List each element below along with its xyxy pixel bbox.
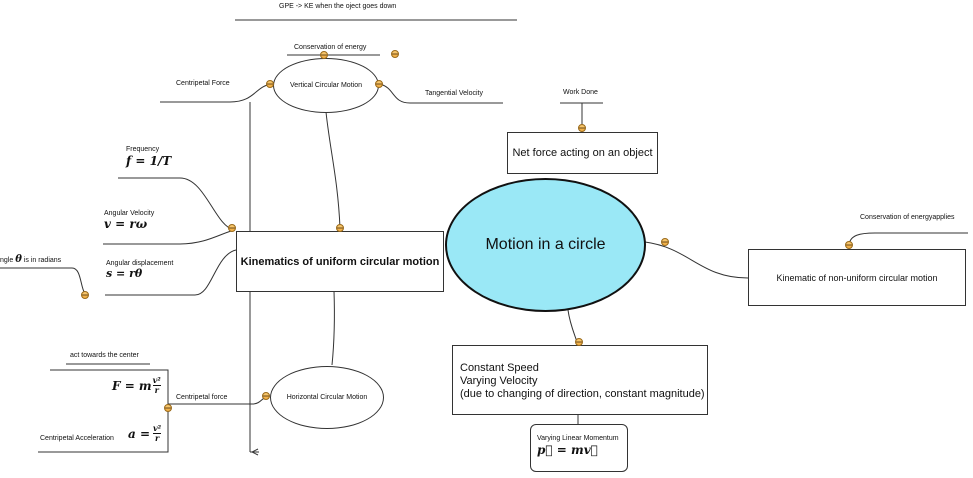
handle-kinematics-left[interactable] [228,224,236,232]
towards-center-label: act towards the center [70,352,139,359]
angular-velocity-formula: v = rω [104,217,148,231]
trunk-arrow [250,448,259,456]
handle-formula[interactable] [164,404,172,412]
handle-angle-note[interactable] [81,291,89,299]
work-done-label: Work Done [563,89,598,96]
handle-centripetal-force[interactable] [266,80,274,88]
handle-nonuniform[interactable] [661,238,669,246]
net-force-box[interactable]: Net force acting on an object [507,132,658,174]
horizontal-circular-motion-label: Horizontal Circular Motion [286,394,368,401]
centripetal-force-label: Centripetal Force [176,80,230,87]
kinematics-uniform-box[interactable]: Kinematics of uniform circular motion [236,231,444,292]
handle-constant[interactable] [575,338,583,346]
frequency-formula: f = 1/T [126,154,172,168]
angular-displacement-link [105,249,237,296]
handle-conservation-applies[interactable] [845,241,853,249]
handle-vertical-link[interactable] [336,224,344,232]
angle-note-link [0,267,87,295]
net-force-label: Net force acting on an object [512,147,653,159]
momentum-label: Varying Linear Momentum [537,435,619,442]
centripetal-acceleration-label: Centripetal Acceleration [40,435,114,442]
nonuniform-label: Kinematic of non-uniform circular motion [776,272,938,283]
handle-work-done[interactable] [578,124,586,132]
angular-displacement-formula: s = rθ [106,267,143,280]
tangential-link [379,83,503,104]
nonuniform-box[interactable]: Kinematic of non-uniform circular motion [748,249,966,306]
angular-velocity-link [103,229,235,245]
kinematics-to-horizontal-link [331,290,335,366]
handle-gpe[interactable] [391,50,399,58]
constant-speed-box[interactable]: Constant Speed Varying Velocity (due to … [452,345,708,415]
tangential-velocity-label: Tangential Velocity [425,90,483,97]
varying-velocity-line: Varying Velocity [460,375,538,387]
handle-horizontal[interactable] [262,392,270,400]
force-formula: F = m v² r [112,375,161,395]
conservation-label: Conservation of energy [294,44,367,51]
nonuniform-link [644,241,749,279]
angular-displacement-label: Angular displacement [106,260,174,267]
acceleration-formula: a = v² r [128,423,162,443]
conservation-applies-link [848,232,968,246]
constant-speed-line: Constant Speed [460,362,539,374]
vertical-circular-motion-label: Vertical Circular Motion [290,82,362,89]
kinematics-uniform-label: Kinematics of uniform circular motion [240,255,440,268]
momentum-box[interactable]: Varying Linear Momentum p⃗ = mv⃗ [530,424,628,472]
vertical-circular-motion-node[interactable]: Vertical Circular Motion [273,58,379,113]
direction-note-line: (due to changing of direction, constant … [460,388,705,400]
vertical-to-kinematics-link [325,111,341,229]
conservation-applies-label: Conservation of energyapplies [860,214,955,221]
handle-tangential[interactable] [375,80,383,88]
frequency-label: Frequency [126,146,160,153]
centripetal-force-h-label: Centripetal force [176,394,228,401]
central-topic-label: Motion in a circle [485,236,606,253]
frequency-link [118,177,235,231]
angular-velocity-label: Angular Velocity [104,210,155,217]
handle-conservation[interactable] [320,51,328,59]
angle-note: ngle θ is in radians [0,254,62,265]
momentum-formula: p⃗ = mv⃗ [537,443,598,457]
horizontal-circular-motion-node[interactable]: Horizontal Circular Motion [270,366,384,429]
central-topic-node[interactable]: Motion in a circle [445,178,646,312]
gpe-ke-label: GPE -> KE when the oject goes down [279,3,397,10]
